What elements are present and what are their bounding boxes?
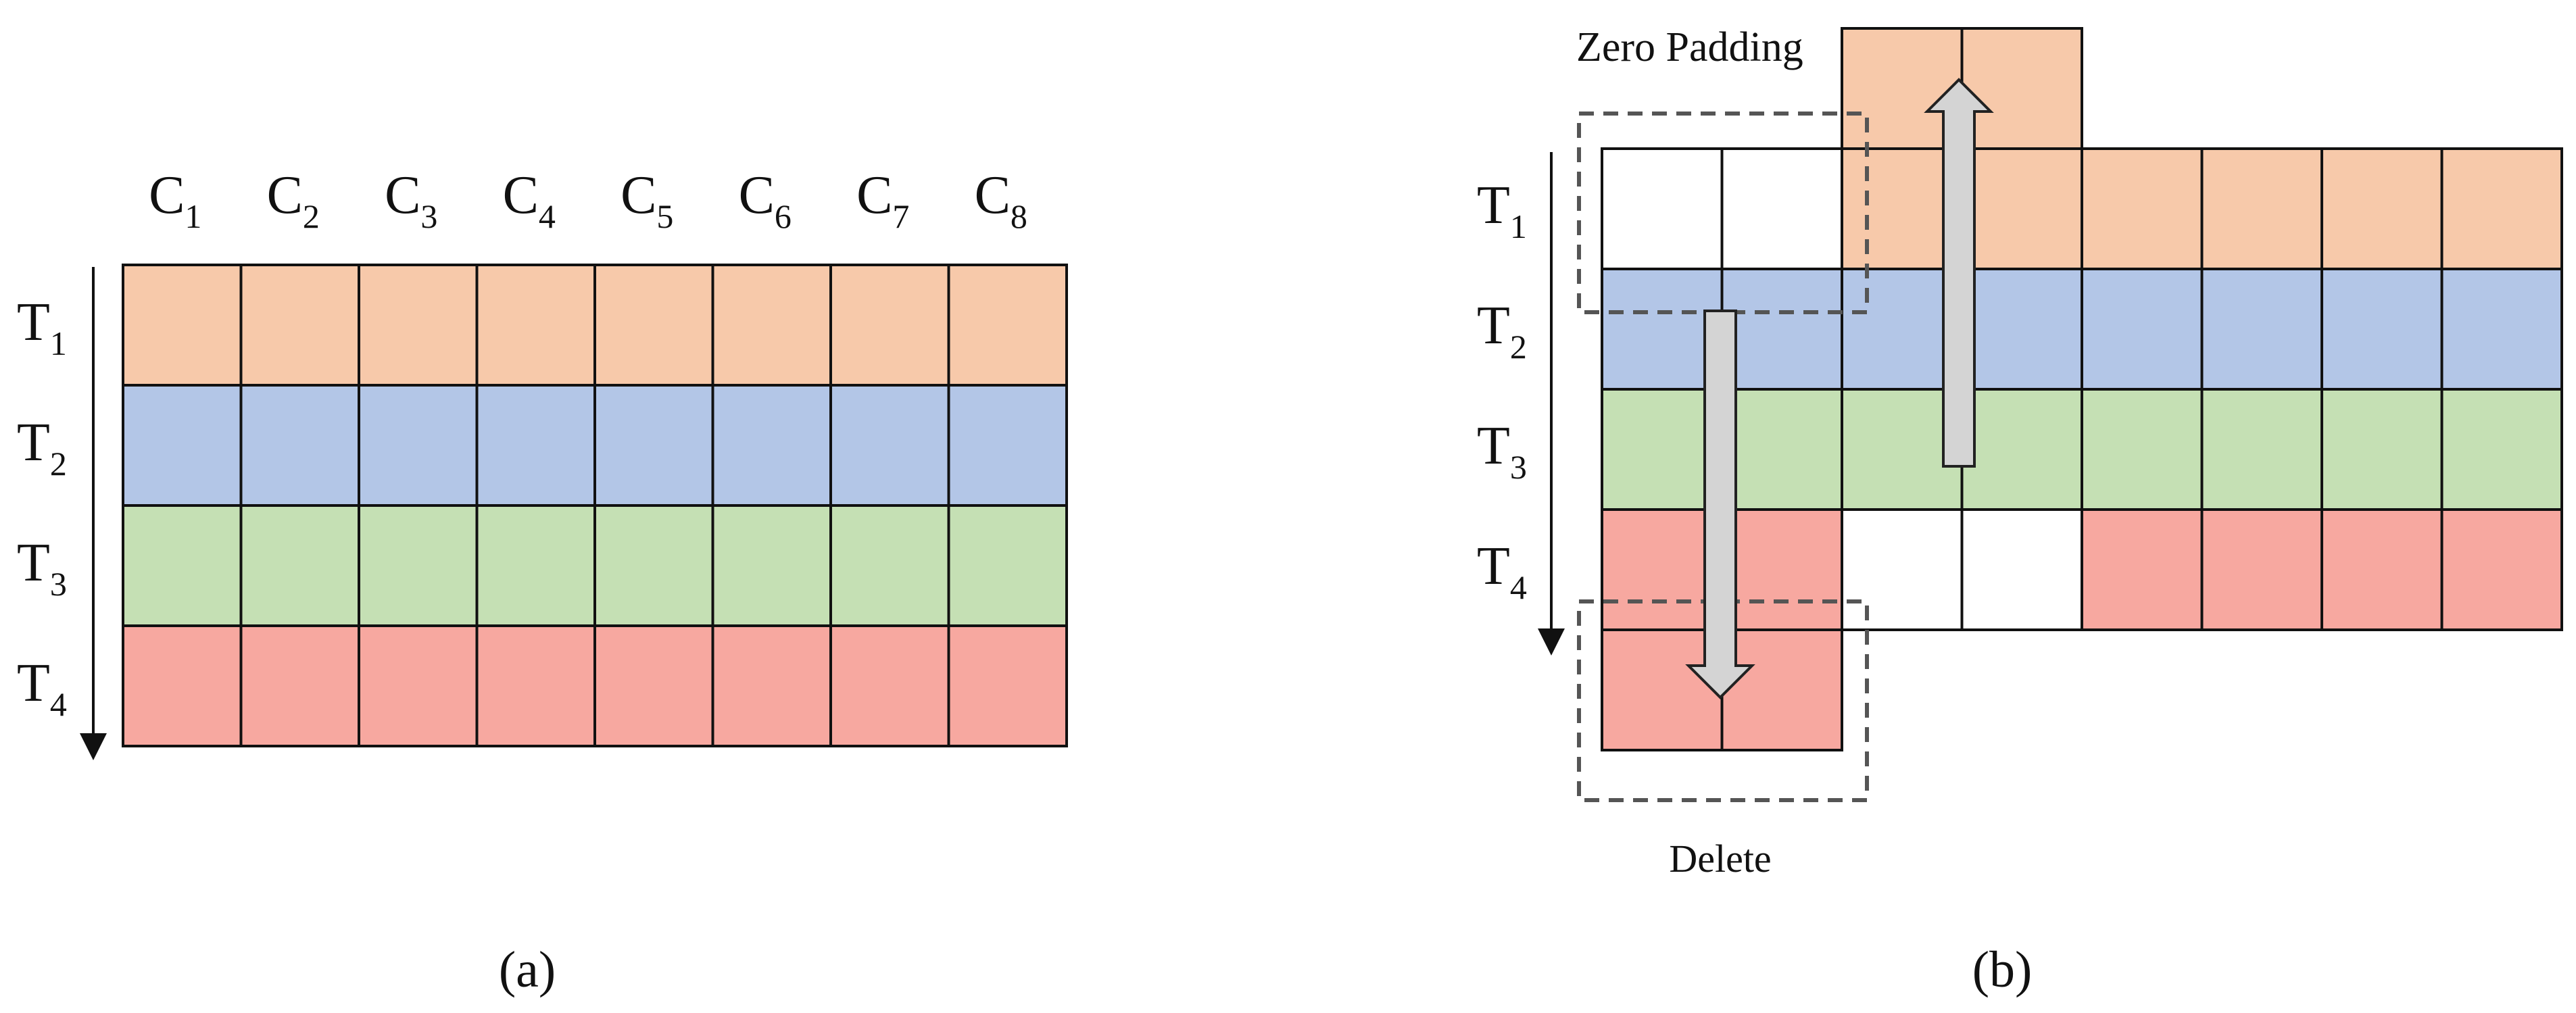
- shifted-down-cell: [1720, 628, 1843, 751]
- grid-cell: [711, 624, 832, 747]
- grid-cell: [947, 384, 1068, 507]
- grid-cell: [1720, 508, 1843, 631]
- shifted-down-cell: [1601, 628, 1724, 751]
- empty-cell: [1960, 508, 2083, 631]
- delete-label: Delete: [1669, 837, 1771, 881]
- shift-down-arrow: [1685, 310, 1755, 699]
- grid-cell: [2200, 147, 2323, 270]
- grid-cell: [2320, 388, 2444, 511]
- grid-cell: [475, 624, 596, 747]
- column-label-C7: C7: [856, 166, 909, 235]
- column-label-C1: C1: [149, 166, 201, 235]
- grid-cell: [358, 384, 479, 507]
- grid-cell: [2081, 508, 2204, 631]
- panel-a-grid: [122, 264, 1068, 747]
- grid-cell: [239, 264, 360, 387]
- grid-cell: [122, 264, 243, 387]
- grid-cell: [2200, 268, 2323, 391]
- grid-cell: [947, 624, 1068, 747]
- grid-cell: [1720, 388, 1843, 511]
- grid-cell: [1960, 388, 2083, 511]
- grid-cell: [593, 624, 714, 747]
- grid-cell: [2320, 268, 2444, 391]
- row-label-T2: T2: [1477, 296, 1527, 366]
- panel-a-caption: (a): [499, 941, 556, 998]
- grid-cell: [711, 264, 832, 387]
- row-label-T3: T3: [17, 533, 67, 603]
- row-label-T1: T1: [17, 293, 67, 362]
- zero-padding-label: Zero Padding: [1576, 24, 1803, 70]
- grid-cell: [239, 624, 360, 747]
- row-label-T4: T4: [17, 653, 67, 723]
- column-label-C2: C2: [267, 166, 320, 235]
- grid-cell: [947, 504, 1068, 627]
- grid-cell: [2440, 147, 2563, 270]
- grid-cell: [358, 624, 479, 747]
- grid-cell: [122, 384, 243, 507]
- grid-cell: [829, 624, 950, 747]
- row-label-T4: T4: [1477, 537, 1527, 606]
- grid-cell: [358, 504, 479, 627]
- empty-cell: [1841, 508, 1964, 631]
- panel-a-column-labels: C1 C2 C3 C4 C5 C6 C7 C8: [149, 166, 1027, 235]
- grid-cell: [2440, 508, 2563, 631]
- grid-cell: [1601, 268, 1724, 391]
- empty-cell: [1720, 147, 1843, 270]
- grid-cell: [475, 264, 596, 387]
- grid-cell: [2200, 508, 2323, 631]
- row-label-T2: T2: [17, 413, 67, 483]
- column-label-C3: C3: [385, 166, 437, 235]
- grid-cell: [593, 264, 714, 387]
- panel-b-grid: [1601, 147, 2563, 631]
- grid-cell: [593, 384, 714, 507]
- grid-cell: [829, 264, 950, 387]
- grid-cell: [593, 504, 714, 627]
- panel-b-shifted-down-cells: [1601, 628, 1843, 751]
- shifted-up-cell: [1960, 27, 2083, 150]
- grid-cell: [829, 504, 950, 627]
- grid-cell: [947, 264, 1068, 387]
- grid-cell: [1601, 508, 1724, 631]
- grid-cell: [2081, 147, 2204, 270]
- grid-cell: [2320, 147, 2444, 270]
- column-label-C6: C6: [739, 166, 792, 235]
- grid-cell: [475, 384, 596, 507]
- grid-cell: [122, 504, 243, 627]
- grid-cell: [475, 504, 596, 627]
- grid-cell: [829, 384, 950, 507]
- grid-cell: [2081, 388, 2204, 511]
- grid-cell: [1720, 268, 1843, 391]
- grid-cell: [2440, 268, 2563, 391]
- grid-cell: [358, 264, 479, 387]
- row-label-T3: T3: [1477, 416, 1527, 486]
- grid-cell: [711, 384, 832, 507]
- grid-cell: [122, 624, 243, 747]
- grid-cell: [239, 384, 360, 507]
- empty-cell: [1601, 147, 1724, 270]
- grid-cell: [239, 504, 360, 627]
- grid-cell: [711, 504, 832, 627]
- column-label-C5: C5: [621, 166, 673, 235]
- grid-cell: [1960, 147, 2083, 270]
- column-label-C8: C8: [975, 166, 1027, 235]
- shift-up-arrow: [1924, 78, 1994, 468]
- grid-cell: [2200, 388, 2323, 511]
- grid-cell: [2440, 388, 2563, 511]
- grid-cell: [1960, 268, 2083, 391]
- row-label-T1: T1: [1477, 176, 1527, 245]
- grid-cell: [2081, 268, 2204, 391]
- column-label-C4: C4: [503, 166, 556, 235]
- panel-b-caption: (b): [1972, 941, 2033, 998]
- grid-cell: [2320, 508, 2444, 631]
